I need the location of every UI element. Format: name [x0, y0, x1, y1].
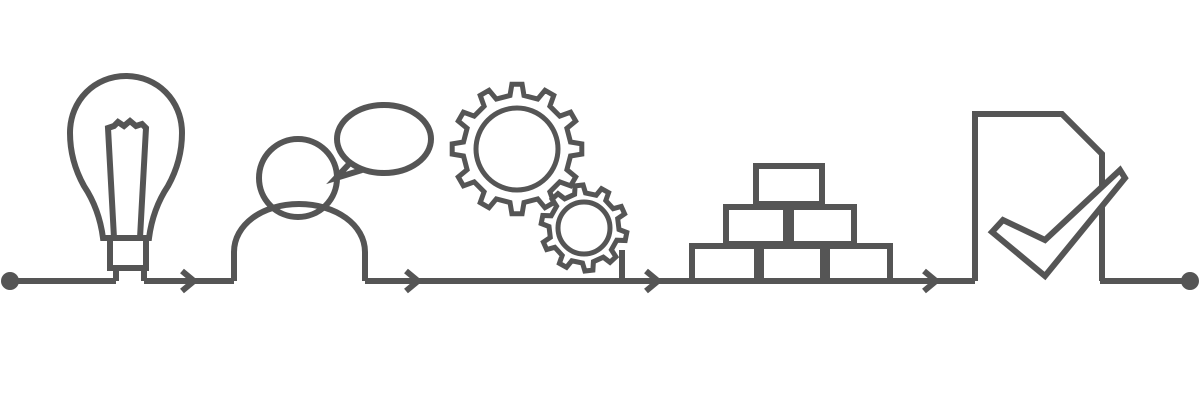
bulb-filament: [104, 117, 150, 239]
bulb-glass: [66, 72, 186, 241]
gear-large-hub: [473, 105, 561, 193]
arrow-right-icon: [404, 268, 423, 294]
gear-small: [538, 182, 630, 274]
brick: [758, 243, 826, 284]
flow-arrows: [180, 268, 941, 294]
arrow-right-icon: [644, 268, 663, 294]
bulb-neck: [113, 268, 147, 281]
arrow-right-icon: [922, 268, 941, 294]
bricks-icon: [689, 163, 893, 284]
gear-large: [449, 81, 585, 217]
brick: [689, 243, 760, 284]
brick: [788, 204, 857, 247]
gear-small-hub: [555, 199, 613, 257]
speech-bubble: [334, 102, 434, 176]
start-dot: [1, 272, 19, 290]
brick: [723, 204, 789, 247]
person-body: [231, 200, 368, 281]
brick: [824, 243, 893, 284]
lightbulb-icon: [66, 72, 186, 281]
end-dot: [1181, 272, 1199, 290]
checkmark-icon: [987, 165, 1129, 281]
gears-icon: [449, 81, 630, 281]
arrow-right-icon: [180, 268, 199, 294]
brick: [753, 163, 825, 207]
speech-bubble-tail: [326, 160, 363, 185]
person-speech-bubble-icon: [231, 102, 434, 281]
document-checkmark-icon: [972, 111, 1129, 281]
bulb-base: [107, 235, 149, 271]
